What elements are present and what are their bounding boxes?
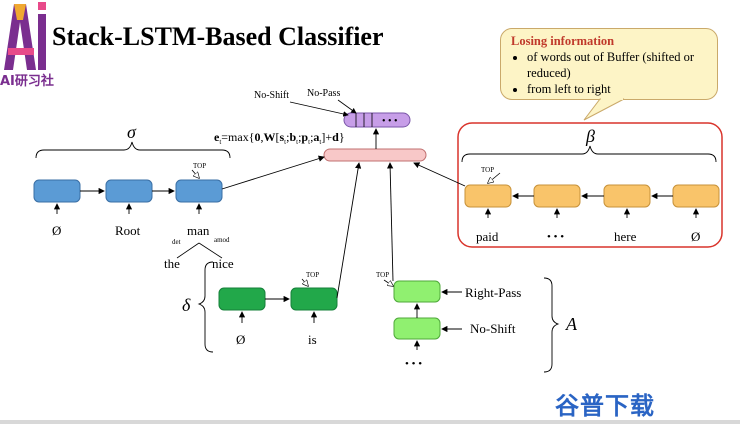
buffer-word: here: [614, 229, 637, 244]
buffer-word: • • •: [547, 231, 564, 243]
softmax-output: [343, 112, 411, 128]
buffer-word: paid: [476, 229, 499, 244]
sigma-word: Ø: [52, 223, 61, 238]
callout-bullet: from left to right: [527, 81, 709, 97]
delta-word: Ø: [236, 332, 245, 347]
buffer-top-label: TOP: [481, 166, 494, 174]
callout-pointer: [583, 98, 625, 121]
output-label-no-shift: No-Shift: [254, 90, 289, 101]
actions-symbol: A: [565, 314, 578, 334]
delta-top-label: TOP: [306, 271, 319, 279]
sigma-word: Root: [115, 223, 141, 238]
delta-lstm-cell: [290, 287, 338, 311]
beta-symbol: β: [585, 126, 595, 146]
callout-bullet: of words out of Buffer (shifted or reduc…: [527, 49, 709, 81]
equation: et=max{0,W[st;bt;pt;at]+d}: [214, 130, 345, 146]
action-lstm-cell: [393, 317, 441, 340]
callout-list: of words out of Buffer (shifted or reduc…: [511, 49, 709, 97]
delta-brace: [197, 261, 214, 353]
sigma-lstm-cell: [175, 179, 223, 203]
logo-text: AI研习社: [0, 74, 54, 89]
sigma-lstm-cell: [105, 179, 153, 203]
sigma-top-label: TOP: [193, 162, 206, 170]
buffer-highlight-box: [457, 122, 723, 248]
sigma-lstm-cell: [33, 179, 81, 203]
buffer-word: Ø: [691, 229, 700, 244]
tree-left-relation: det: [172, 238, 181, 246]
beta-brace: [461, 145, 717, 163]
buffer-lstm-cell: [672, 184, 720, 208]
actions-brace: [543, 277, 560, 373]
tree-left-word: the: [164, 256, 180, 271]
delta-word: is: [308, 332, 317, 347]
output-dots: • • •: [382, 116, 398, 127]
tree-right-relation: amod: [214, 236, 230, 244]
action-dots: • • •: [405, 358, 422, 370]
tree-right-word: nice: [212, 256, 234, 271]
sigma-brace: [35, 141, 231, 159]
bottom-divider: [0, 420, 740, 424]
action-label-no-shift: No-Shift: [470, 321, 516, 336]
callout-heading: Losing information: [511, 34, 615, 48]
buffer-lstm-cell: [533, 184, 581, 208]
action-top-label: TOP: [376, 271, 389, 279]
ai-logo-icon: [0, 0, 50, 90]
sigma-word: man: [187, 223, 210, 238]
action-lstm-cell: [393, 280, 441, 303]
buffer-lstm-cell: [464, 184, 512, 208]
buffer-lstm-cell: [603, 184, 651, 208]
page-title: Stack-LSTM-Based Classifier: [52, 22, 384, 51]
output-label-no-pass: No-Pass: [307, 88, 340, 99]
delta-lstm-cell: [218, 287, 266, 311]
watermark-text: 谷普下载: [555, 392, 655, 420]
action-label-right-pass: Right-Pass: [465, 285, 521, 300]
delta-symbol: δ: [182, 295, 191, 315]
sigma-symbol: σ: [127, 122, 137, 142]
state-embedding: [323, 148, 427, 162]
